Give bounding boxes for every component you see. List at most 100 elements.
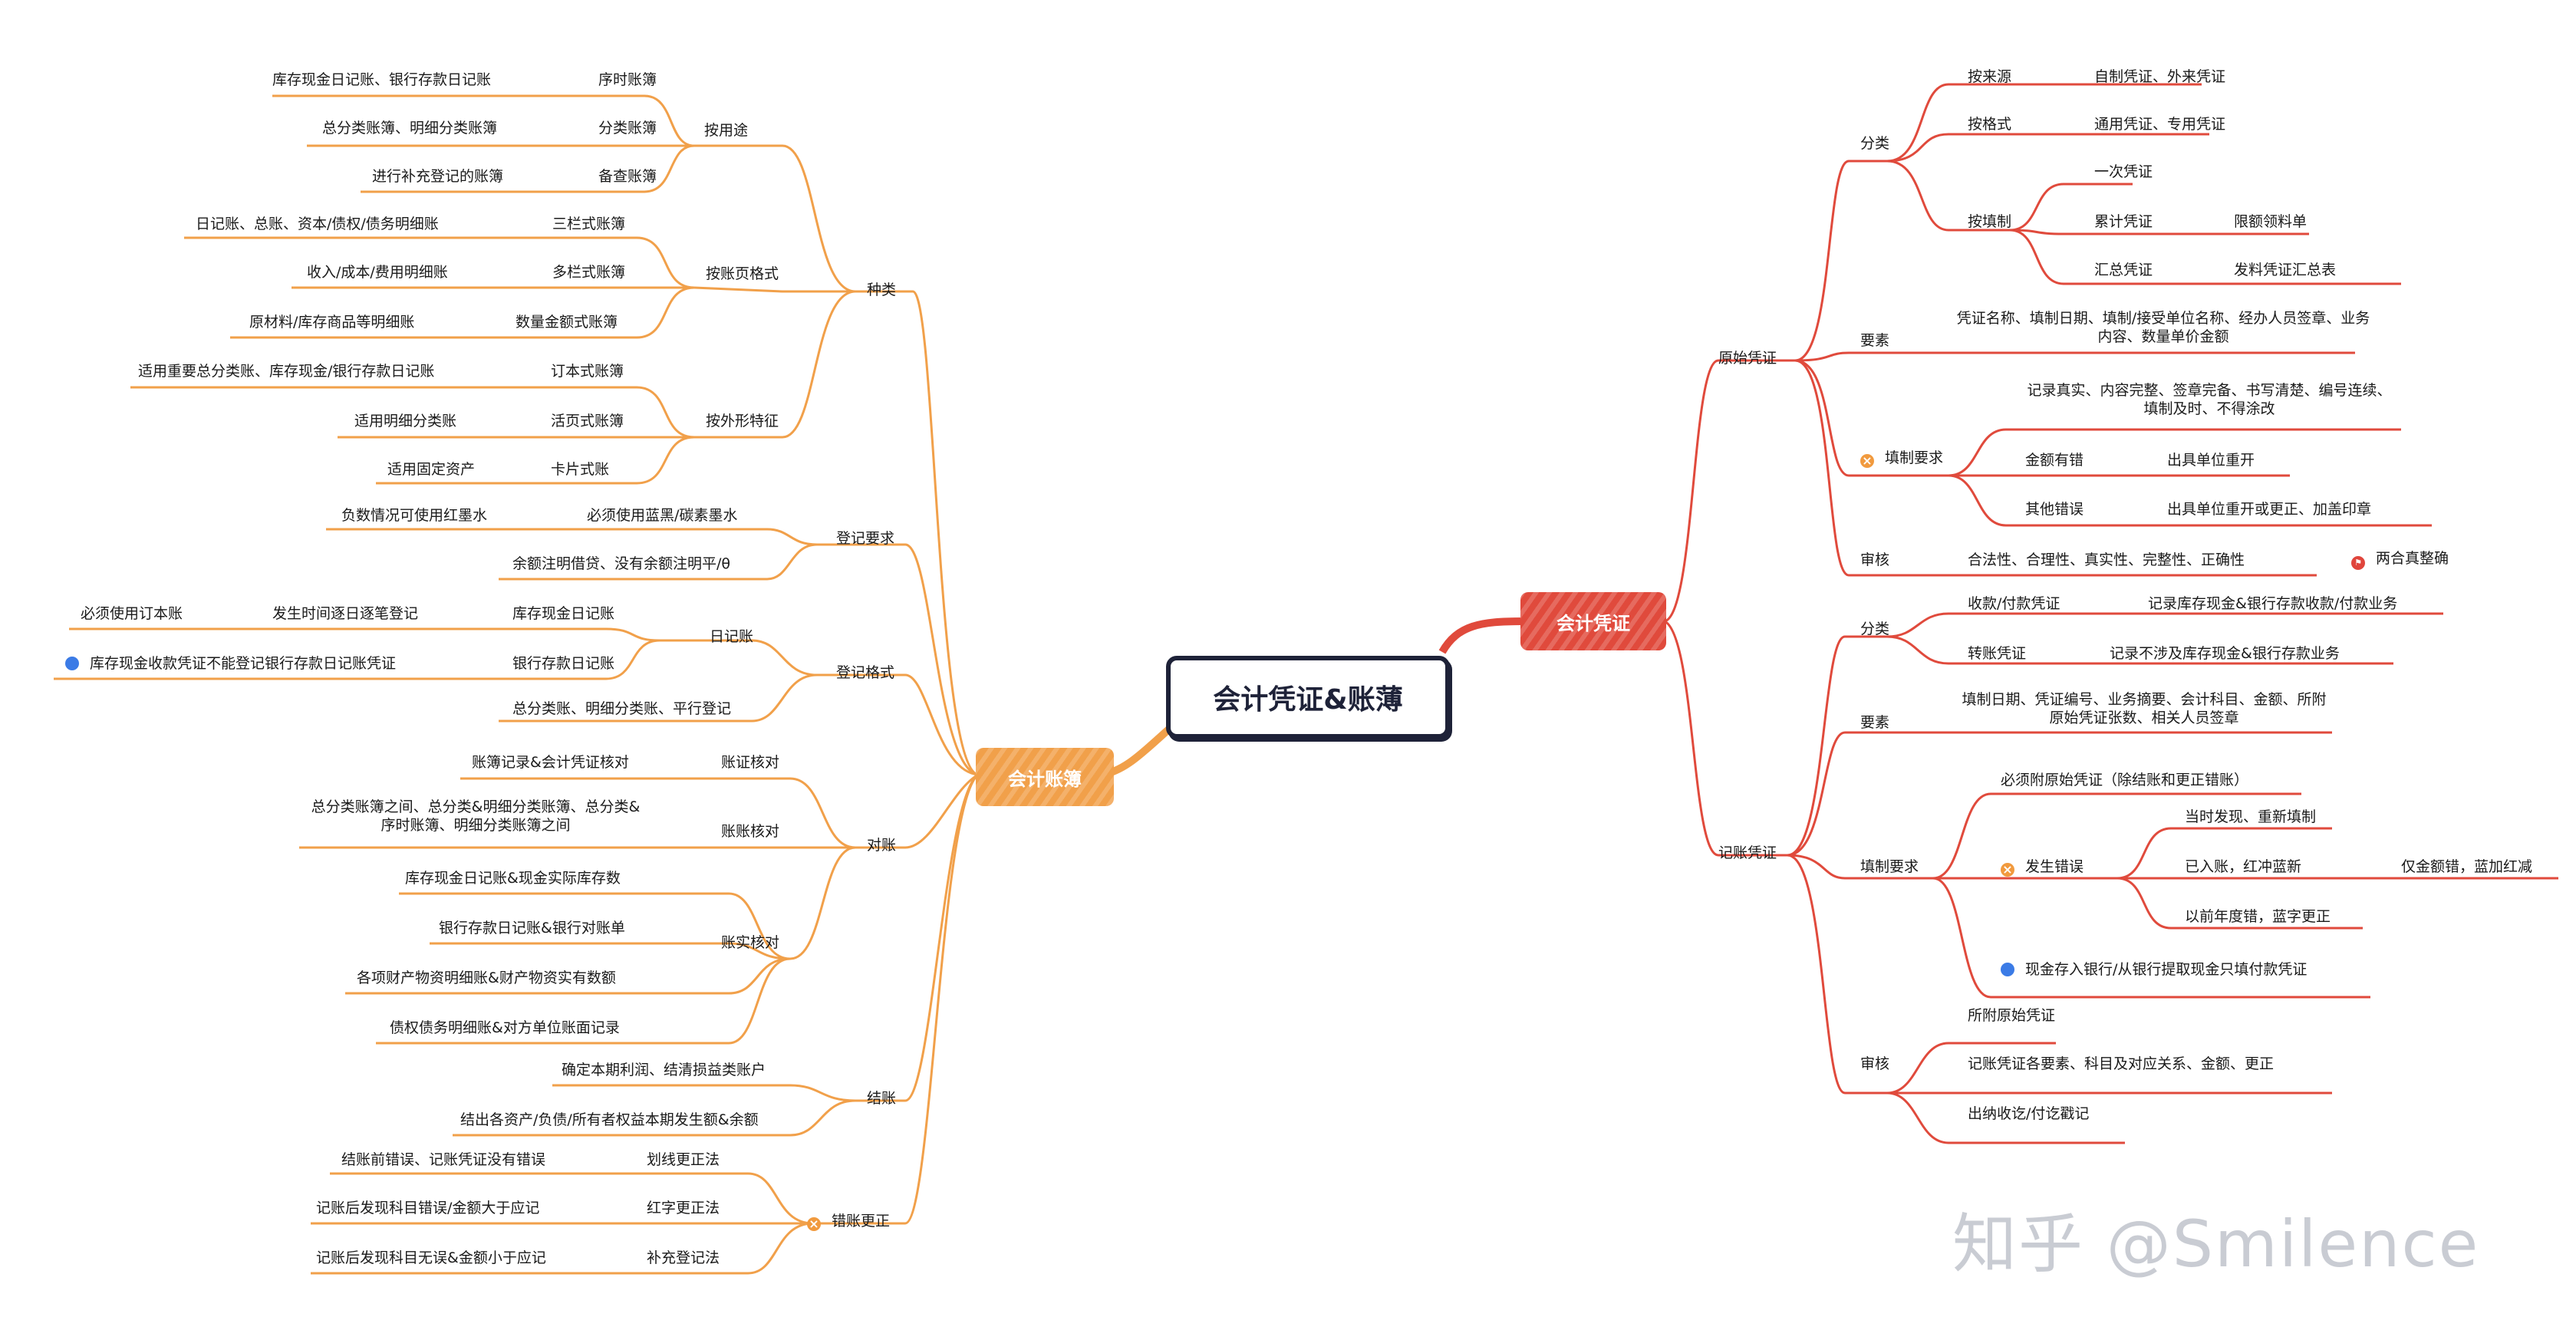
root-node[interactable]: 会计凭证&账薄 <box>1166 656 1450 739</box>
node-ys-shenhe-flag: 两合真整确 <box>2351 549 2449 570</box>
node-jz-shenhe-1[interactable]: 所附原始凭证 <box>1968 1007 2056 1024</box>
node-cuozhang[interactable]: 错账更正 <box>807 1212 890 1231</box>
node-xushi[interactable]: 序时账簿 <box>598 71 657 88</box>
info-icon <box>65 657 79 670</box>
node-by-shape[interactable]: 按外形特征 <box>706 413 779 430</box>
node-huizong-note: 发料凭证汇总表 <box>2234 262 2337 278</box>
node-jine-cuo[interactable]: 金额有错 <box>2025 452 2084 469</box>
node-fenlei-zb[interactable]: 分类账簿 <box>598 120 657 137</box>
node-buchong-note: 记账后发现科目无误&金额小于应记 <box>316 1249 546 1266</box>
node-kapian-note: 适用固定资产 <box>387 461 476 478</box>
node-zhengzhang-note: 账簿记录&会计凭证核对 <box>472 754 629 771</box>
node-zhonglei[interactable]: 种类 <box>867 281 897 298</box>
node-zhangshi-4[interactable]: 债权债务明细账&对方单位账面记录 <box>390 1019 620 1036</box>
node-ys-shenhe[interactable]: 审核 <box>1860 551 1890 568</box>
node-zhuanzhang-note: 记录不涉及库存现金&银行存款业务 <box>2110 645 2340 662</box>
node-yiruzhang-note: 仅金额错，蓝加红减 <box>2401 858 2533 875</box>
node-laiyuan-note: 自制凭证、外来凭证 <box>2094 68 2226 85</box>
node-zhangzhang-note: 总分类账簿之间、总分类&明细分类账簿、总分类&序时账簿、明细分类账簿之间 <box>311 798 641 834</box>
node-xushi-note: 库存现金日记账、银行存款日记账 <box>272 71 492 88</box>
node-zhangzhang[interactable]: 账账核对 <box>721 823 780 840</box>
node-ys-yaosu-note: 凭证名称、填制日期、填制/接受单位名称、经办人员签章、业务内容、数量单价金额 <box>1956 310 2370 345</box>
node-yiruzhang[interactable]: 已入账，红冲蓝新 <box>2185 858 2302 875</box>
node-yinhang-note: 库存现金收款凭证不能登记银行存款日记账凭证 <box>65 654 396 673</box>
node-geshi[interactable]: 按格式 <box>1968 116 2012 133</box>
node-zhuanzhang[interactable]: 转账凭证 <box>1968 645 2027 662</box>
node-dangshi[interactable]: 当时发现、重新填制 <box>2185 808 2317 825</box>
node-dengji-geshi[interactable]: 登记格式 <box>836 664 895 681</box>
node-by-use[interactable]: 按用途 <box>704 122 749 139</box>
node-dingben-note: 适用重要总分类账、库存现金/银行存款日记账 <box>138 363 435 380</box>
node-huizong[interactable]: 汇总凭证 <box>2094 262 2153 278</box>
node-laiyuan[interactable]: 按来源 <box>1968 68 2012 85</box>
node-xianjin-rjz[interactable]: 库存现金日记账 <box>512 605 615 622</box>
node-fasheng[interactable]: 发生错误 <box>2001 858 2084 877</box>
node-sanlan[interactable]: 三栏式账簿 <box>552 216 626 232</box>
node-sanlan-note: 日记账、总账、资本/债权/债务明细账 <box>196 216 439 232</box>
node-beicha-note: 进行补充登记的账簿 <box>372 168 504 185</box>
node-huaxian[interactable]: 划线更正法 <box>647 1151 720 1168</box>
node-jiezhang-2[interactable]: 结出各资产/负债/所有者权益本期发生额&余额 <box>460 1111 759 1128</box>
node-yinhang-rjz[interactable]: 银行存款日记账 <box>512 655 615 672</box>
node-zhangshi-1[interactable]: 库存现金日记账&现金实际库存数 <box>405 870 621 887</box>
node-zhangshi[interactable]: 账实核对 <box>721 934 780 951</box>
node-by-format[interactable]: 按账页格式 <box>706 265 779 282</box>
node-tianzhi[interactable]: 按填制 <box>1968 213 2012 230</box>
node-jz-shenhe-3[interactable]: 出纳收讫/付讫戳记 <box>1968 1105 2090 1122</box>
node-duolan[interactable]: 多栏式账簿 <box>552 264 626 281</box>
node-jz-yaosu[interactable]: 要素 <box>1860 714 1890 731</box>
node-shuliang[interactable]: 数量金额式账簿 <box>516 314 618 331</box>
node-yue[interactable]: 余额注明借贷、没有余额注明平/θ <box>512 555 731 572</box>
main-node-accounting-books[interactable]: 会计账簿 <box>976 748 1114 806</box>
node-ys-yaosu[interactable]: 要素 <box>1860 332 1890 349</box>
node-ys-fenlei[interactable]: 分类 <box>1860 135 1890 152</box>
main-node-accounting-vouchers[interactable]: 会计凭证 <box>1520 592 1666 650</box>
node-shuliang-note: 原材料/库存商品等明细账 <box>249 314 415 331</box>
node-rijizhang[interactable]: 日记账 <box>710 628 754 645</box>
node-bixu-fu[interactable]: 必须附原始凭证（除结账和更正错账） <box>2001 772 2249 788</box>
node-jz-tianzhi[interactable]: 填制要求 <box>1860 858 1919 875</box>
node-pinghang[interactable]: 总分类账、明细分类账、平行登记 <box>512 700 732 717</box>
node-huoye[interactable]: 活页式账簿 <box>551 413 624 430</box>
node-hongzi-note: 记账后发现科目错误/金额大于应记 <box>316 1200 540 1216</box>
node-shoufu[interactable]: 收款/付款凭证 <box>1968 595 2060 612</box>
node-jiezhang-1[interactable]: 确定本期利润、结清损益类账户 <box>562 1062 766 1078</box>
node-buchong[interactable]: 补充登记法 <box>647 1249 720 1266</box>
node-ys-tianzhi[interactable]: 填制要求 <box>1860 449 1943 468</box>
error-icon <box>1860 454 1874 468</box>
node-jz-shenhe-2[interactable]: 记账凭证各要素、科目及对应关系、金额、更正 <box>1968 1055 2275 1072</box>
node-ys-tianzhi-note: 记录真实、内容完整、签章完备、书写清楚、编号连续、填制及时、不得涂改 <box>2027 382 2392 417</box>
node-lanhei[interactable]: 必须使用蓝黑/碳素墨水 <box>587 507 738 524</box>
node-xianjin-cun[interactable]: 现金存入银行/从银行提取现金只填付款凭证 <box>2001 960 2307 979</box>
node-jizhang[interactable]: 记账凭证 <box>1718 844 1777 861</box>
node-dingben[interactable]: 订本式账簿 <box>551 363 624 380</box>
node-dingbenzhang: 必须使用订本账 <box>81 605 183 622</box>
node-jiezhang[interactable]: 结账 <box>867 1090 897 1107</box>
node-jz-shenhe[interactable]: 审核 <box>1860 1055 1890 1072</box>
node-yiqian[interactable]: 以前年度错，蓝字更正 <box>2185 908 2331 925</box>
node-zhangshi-3[interactable]: 各项财产物资明细账&财产物资实有数额 <box>357 970 616 986</box>
node-shoufu-note: 记录库存现金&银行存款收款/付款业务 <box>2148 595 2398 612</box>
node-kapian[interactable]: 卡片式账 <box>551 461 610 478</box>
error-icon <box>2001 863 2014 877</box>
node-qita-cuo[interactable]: 其他错误 <box>2025 501 2084 518</box>
node-leiji[interactable]: 累计凭证 <box>2094 213 2153 230</box>
node-beicha[interactable]: 备查账簿 <box>598 168 657 185</box>
node-hongzi[interactable]: 红字更正法 <box>647 1200 720 1216</box>
node-zhangshi-2[interactable]: 银行存款日记账&银行对账单 <box>439 920 625 937</box>
node-duizhang[interactable]: 对账 <box>867 837 897 854</box>
node-jz-fenlei[interactable]: 分类 <box>1860 621 1890 637</box>
error-icon <box>807 1217 821 1231</box>
node-huaxian-note: 结账前错误、记账凭证没有错误 <box>341 1151 546 1168</box>
node-leiji-note: 限额领料单 <box>2234 213 2308 230</box>
node-zhengzhang[interactable]: 账证核对 <box>721 754 780 771</box>
node-yici[interactable]: 一次凭证 <box>2094 163 2153 180</box>
flag-icon <box>2351 556 2365 570</box>
node-yuanshi[interactable]: 原始凭证 <box>1718 350 1777 367</box>
node-qita-cuo-note: 出具单位重开或更正、加盖印章 <box>2167 501 2372 518</box>
node-lanhei-note: 负数情况可使用红墨水 <box>341 507 488 524</box>
node-dengji-yaoqiu[interactable]: 登记要求 <box>836 530 895 547</box>
node-jine-cuo-note: 出具单位重开 <box>2167 452 2255 469</box>
node-geshi-note: 通用凭证、专用凭证 <box>2094 116 2226 133</box>
